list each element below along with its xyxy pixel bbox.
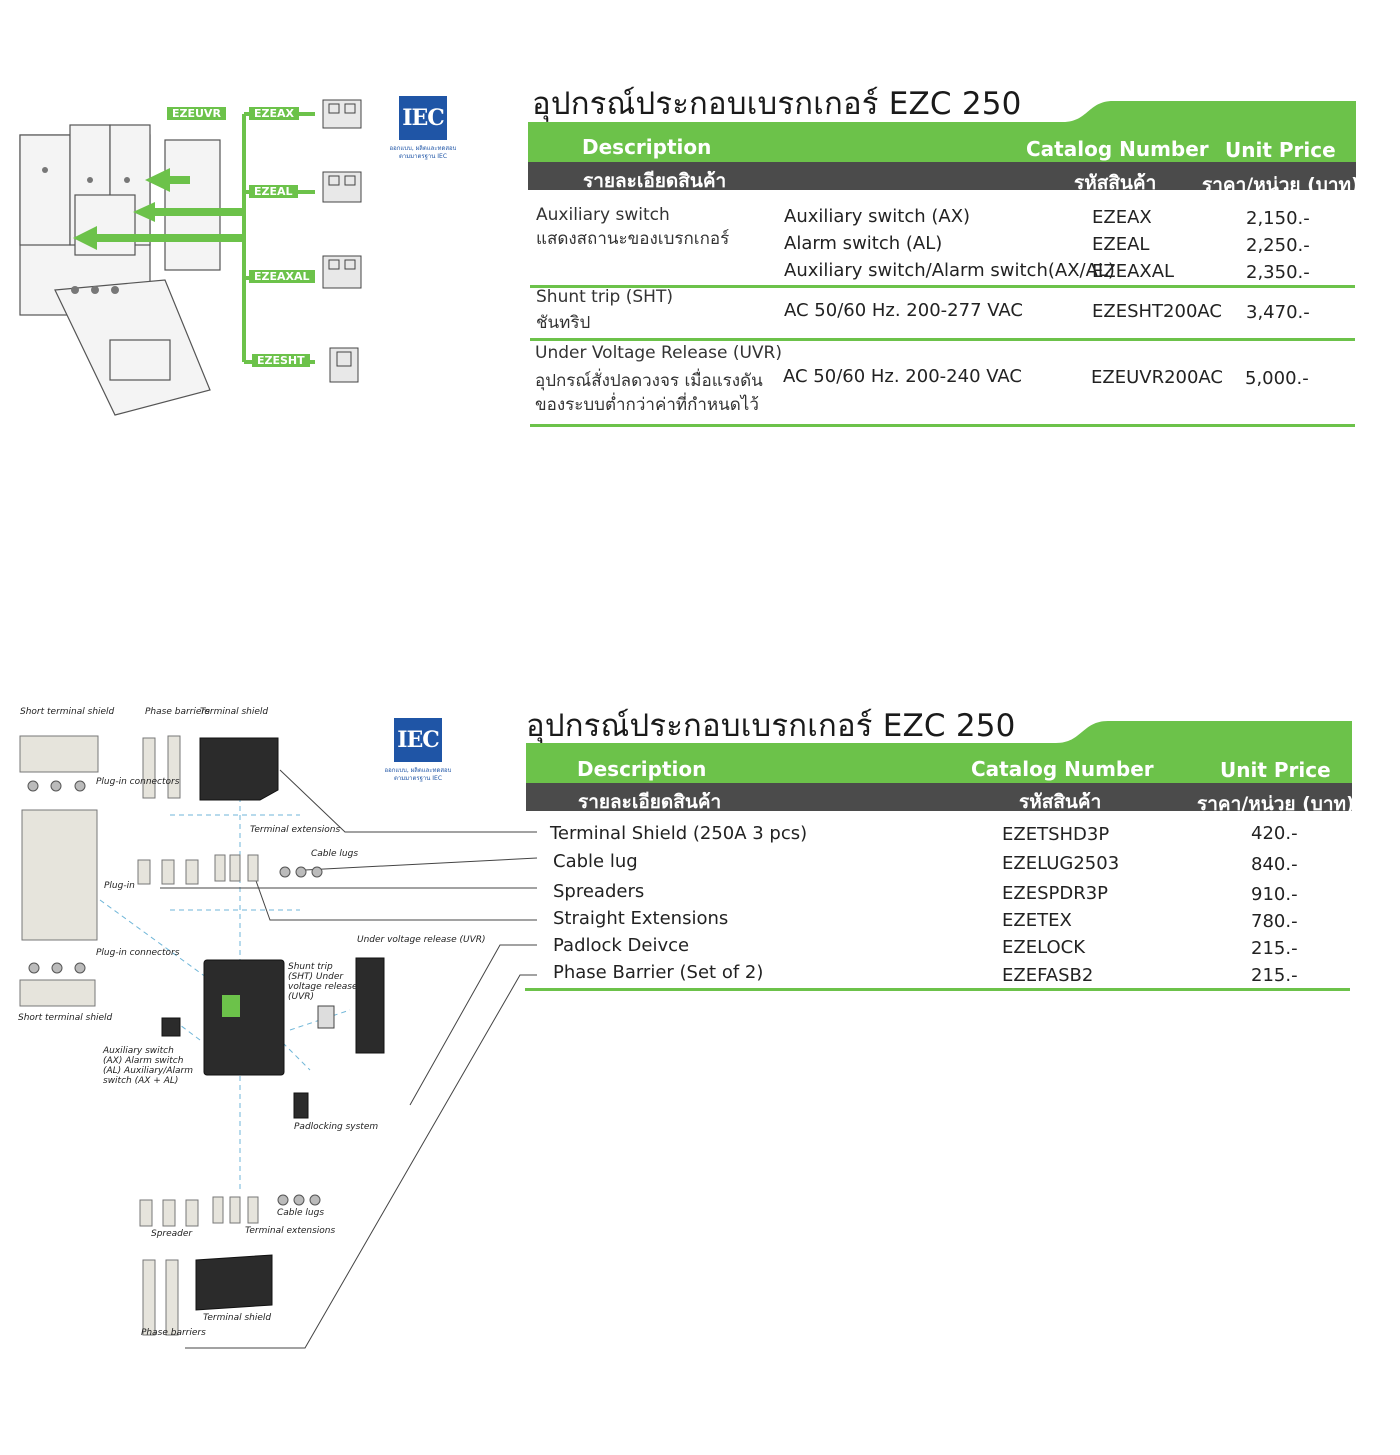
label-terminal-extensions: Terminal extensions bbox=[245, 1226, 336, 1236]
row-aux-ax-desc: Auxiliary switch (AX) bbox=[784, 206, 971, 227]
top-hdr-catalog: Catalog Number bbox=[1026, 137, 1209, 161]
iec-logo: IEC bbox=[399, 96, 447, 140]
row-aux-axal-desc: Auxiliary switch/Alarm switch(AX/AL) bbox=[784, 260, 1115, 281]
label-ezesht: EZESHT bbox=[252, 354, 310, 367]
top-hdr-description-th: รายละเอียดสินค้า bbox=[583, 170, 727, 192]
group-aux-name-th: แสดงสถานะของเบรกเกอร์ bbox=[536, 229, 730, 249]
row-aux-ax-code: EZEAX bbox=[1092, 207, 1152, 228]
row-uvr-code: EZEUVR200AC bbox=[1091, 367, 1223, 388]
row-uvr-price: 5,000.- bbox=[1245, 368, 1309, 389]
separator bbox=[530, 285, 1355, 288]
iec-caption: ออกแบบ, ผลิตและทดสอบ ตามมาตรฐาน IEC bbox=[378, 145, 468, 161]
top-hdr-price-th: ราคา/หน่วย (บาท) bbox=[1202, 174, 1360, 196]
label-ezeuvr: EZEUVR bbox=[167, 107, 226, 120]
iec-caption-line2: ตามมาตรฐาน IEC bbox=[398, 153, 448, 160]
label-plug-in: Plug-in bbox=[104, 881, 135, 891]
row-cable-lug-desc: Cable lug bbox=[553, 851, 638, 872]
group-uvr-name-th: อุปกรณ์สั่งปลดวงจร เมื่อแรงดัน bbox=[535, 371, 763, 391]
separator bbox=[530, 338, 1355, 341]
label-shunt-trip: Shunt trip (SHT) Under voltage release (… bbox=[288, 962, 358, 1002]
label-padlocking: Padlocking system bbox=[294, 1122, 379, 1132]
label-plug-in-connectors: Plug-in connectors bbox=[96, 777, 180, 787]
row-padlock-desc: Padlock Deivce bbox=[553, 935, 690, 956]
row-extensions-desc: Straight Extensions bbox=[553, 908, 729, 929]
label-short-terminal-shield: Short terminal shield bbox=[18, 1013, 113, 1023]
row-padlock-price: 215.- bbox=[1251, 938, 1298, 959]
bottom-section-title: อุปกรณ์ประกอบเบรกเกอร์ EZC 250 bbox=[526, 708, 1016, 744]
label-spreader: Spreader bbox=[151, 1229, 193, 1239]
row-aux-ax-price: 2,150.- bbox=[1246, 208, 1310, 229]
label-cable-lugs: Cable lugs bbox=[277, 1208, 325, 1218]
label-plug-in-connectors: Plug-in connectors bbox=[96, 948, 180, 958]
row-spreaders-desc: Spreaders bbox=[553, 881, 645, 902]
bottom-hdr-catalog-th: รหัสสินค้า bbox=[1019, 791, 1102, 813]
label-short-terminal-shield: Short terminal shield bbox=[20, 707, 115, 717]
row-uvr-desc: AC 50/60 Hz. 200-240 VAC bbox=[783, 366, 1022, 387]
row-phase-barrier-price: 215.- bbox=[1251, 965, 1298, 986]
iec-caption-line2: ตามมาตรฐาน IEC bbox=[393, 775, 443, 782]
row-terminal-shield-price: 420.- bbox=[1251, 823, 1298, 844]
exploded-diagram bbox=[19, 735, 538, 1349]
label-ezeaxal: EZEAXAL bbox=[249, 270, 315, 283]
row-sht-desc: AC 50/60 Hz. 200-277 VAC bbox=[784, 300, 1023, 321]
row-spreaders-code: EZESPDR3P bbox=[1002, 883, 1109, 904]
bottom-table-header-bg bbox=[526, 721, 1352, 811]
breaker-illustration bbox=[19, 99, 362, 416]
label-terminal-shield: Terminal shield bbox=[203, 1313, 272, 1323]
separator bbox=[530, 424, 1355, 427]
row-spreaders-price: 910.- bbox=[1251, 884, 1298, 905]
bottom-hdr-catalog: Catalog Number bbox=[971, 757, 1154, 781]
row-extensions-code: EZETEX bbox=[1002, 910, 1072, 931]
label-aux-switch: Auxiliary switch (AX) Alarm switch (AL) … bbox=[103, 1046, 193, 1086]
row-terminal-shield-desc: Terminal Shield (250A 3 pcs) bbox=[550, 823, 808, 844]
label-ezeal: EZEAL bbox=[249, 185, 298, 198]
row-cable-lug-code: EZELUG2503 bbox=[1002, 853, 1120, 874]
label-phase-barriers: Phase barriers bbox=[141, 1328, 206, 1338]
group-sht-name: Shunt trip (SHT) bbox=[536, 287, 673, 307]
bottom-hdr-price: Unit Price bbox=[1220, 758, 1331, 782]
label-cable-lugs: Cable lugs bbox=[311, 849, 359, 859]
row-aux-al-desc: Alarm switch (AL) bbox=[784, 233, 943, 254]
label-uvr: Under voltage release (UVR) bbox=[357, 935, 486, 945]
top-table-header-bg bbox=[528, 101, 1356, 190]
group-sht-name-th: ชันทริป bbox=[536, 313, 591, 333]
row-sht-price: 3,470.- bbox=[1246, 302, 1310, 323]
iec-caption: ออกแบบ, ผลิตและทดสอบ ตามมาตรฐาน IEC bbox=[373, 767, 463, 783]
row-aux-al-price: 2,250.- bbox=[1246, 235, 1310, 256]
group-uvr-name-th2: ของระบบต่ำกว่าค่าที่กำหนดไว้ bbox=[535, 395, 759, 415]
bottom-hdr-description-th: รายละเอียดสินค้า bbox=[578, 791, 722, 813]
row-cable-lug-price: 840.- bbox=[1251, 854, 1298, 875]
top-hdr-description: Description bbox=[582, 135, 712, 159]
row-aux-axal-price: 2,350.- bbox=[1246, 262, 1310, 283]
row-terminal-shield-code: EZETSHD3P bbox=[1002, 824, 1110, 845]
row-aux-al-code: EZEAL bbox=[1092, 234, 1150, 255]
row-extensions-price: 780.- bbox=[1251, 911, 1298, 932]
label-terminal-shield: Terminal shield bbox=[200, 707, 269, 717]
row-sht-code: EZESHT200AC bbox=[1092, 301, 1222, 322]
row-padlock-code: EZELOCK bbox=[1002, 937, 1086, 958]
row-aux-axal-code: EZEAXAL bbox=[1092, 261, 1175, 282]
row-phase-barrier-desc: Phase Barrier (Set of 2) bbox=[553, 962, 764, 983]
iec-caption-line1: ออกแบบ, ผลิตและทดสอบ bbox=[389, 145, 457, 152]
iec-caption-line1: ออกแบบ, ผลิตและทดสอบ bbox=[384, 767, 452, 774]
label-terminal-extensions: Terminal extensions bbox=[250, 825, 341, 835]
group-aux-name: Auxiliary switch bbox=[536, 205, 670, 225]
label-phase-barriers: Phase barriers bbox=[145, 707, 210, 717]
bottom-hdr-description: Description bbox=[577, 757, 707, 781]
iec-logo: IEC bbox=[394, 718, 442, 762]
top-hdr-price: Unit Price bbox=[1225, 138, 1336, 162]
top-hdr-catalog-th: รหัสสินค้า bbox=[1074, 172, 1157, 194]
separator bbox=[525, 988, 1350, 991]
top-section-title: อุปกรณ์ประกอบเบรกเกอร์ EZC 250 bbox=[532, 86, 1022, 122]
group-uvr-name: Under Voltage Release (UVR) bbox=[535, 343, 783, 363]
bottom-hdr-price-th: ราคา/หน่วย (บาท) bbox=[1197, 793, 1355, 815]
row-phase-barrier-code: EZEFASB2 bbox=[1002, 965, 1094, 986]
label-ezeax: EZEAX bbox=[249, 107, 299, 120]
